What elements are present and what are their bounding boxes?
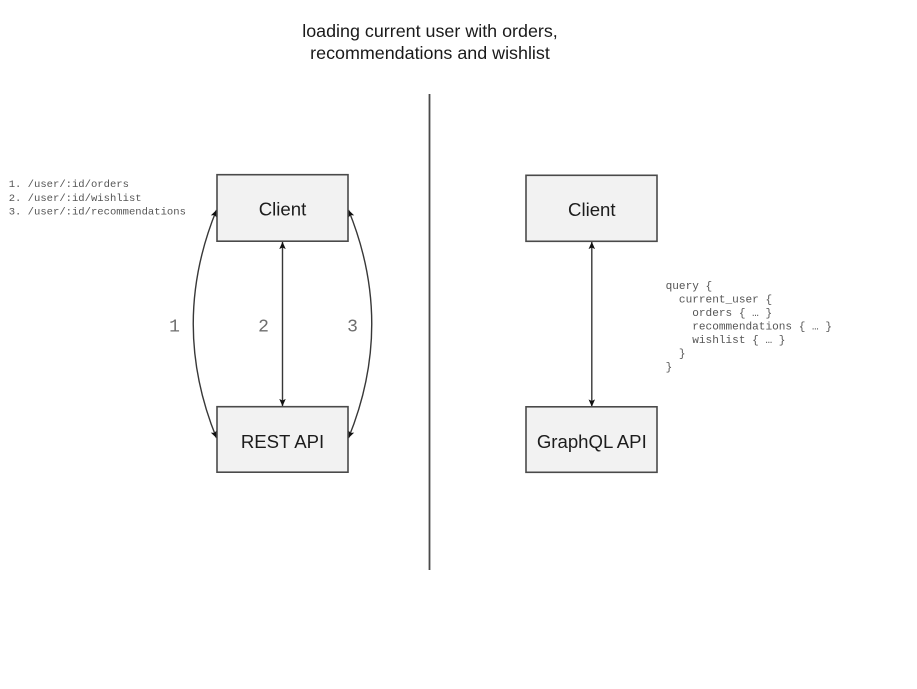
svg-text:GraphQL API: GraphQL API <box>537 431 647 452</box>
svg-text:recommendations { … }: recommendations { … } <box>666 321 832 333</box>
svg-text:Client: Client <box>568 199 616 220</box>
svg-text:1. /user/:id/orders: 1. /user/:id/orders <box>9 179 129 191</box>
svg-text:REST API: REST API <box>241 431 324 452</box>
svg-text:current_user {: current_user { <box>666 294 773 306</box>
svg-text:}: } <box>666 348 686 360</box>
svg-text:3. /user/:id/recommendations: 3. /user/:id/recommendations <box>9 207 186 219</box>
svg-text:Client: Client <box>259 198 307 219</box>
svg-text:}: } <box>666 362 673 374</box>
svg-text:3: 3 <box>347 317 358 337</box>
svg-text:1: 1 <box>169 317 180 337</box>
svg-text:orders { … }: orders { … } <box>666 308 773 320</box>
svg-text:2. /user/:id/wishlist: 2. /user/:id/wishlist <box>9 193 142 205</box>
svg-text:loading current user with orde: loading current user with orders, <box>302 21 558 41</box>
svg-text:recommendations and wishlist: recommendations and wishlist <box>310 43 550 63</box>
svg-text:query {: query { <box>666 281 713 293</box>
svg-text:2: 2 <box>258 317 269 337</box>
svg-text:wishlist { … }: wishlist { … } <box>666 335 786 347</box>
